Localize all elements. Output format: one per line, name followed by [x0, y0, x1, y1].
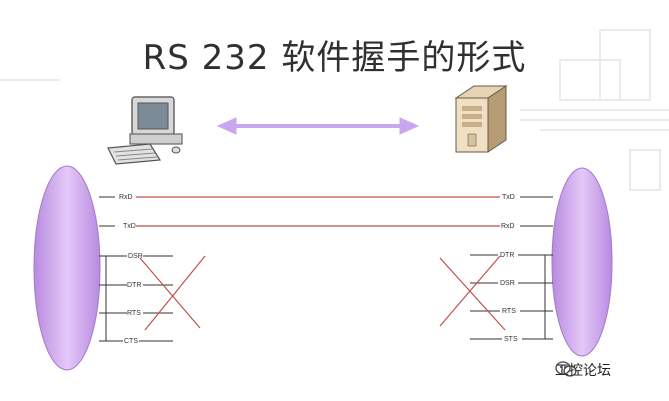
diagram-title: RS 232 软件握手的形式 [142, 38, 527, 78]
left-handshake-wiring [99, 255, 206, 342]
data-lines [99, 196, 553, 227]
left-pin-label: TxD [123, 223, 136, 230]
right-pin-labels: TxD RxD DTR DSR RTS STS [500, 194, 518, 343]
left-pin-labels: RxD TxD DSR DTR RTS CTS [119, 194, 143, 345]
left-pin-label: DTR [127, 282, 141, 289]
left-pin-label: DSR [128, 253, 143, 260]
right-handshake-wiring [439, 254, 553, 340]
left-connector-oval [33, 165, 101, 371]
left-pin-label: RTS [127, 310, 141, 317]
right-pin-label: TxD [502, 194, 515, 201]
watermark-brand: 工控论坛 [555, 360, 611, 380]
brand-name: 工控论坛 [555, 363, 611, 379]
chat-bubble-icon [555, 361, 577, 377]
server-tower-icon [454, 85, 508, 153]
double-arrow-icon [216, 117, 420, 135]
left-pin-label: CTS [124, 338, 138, 345]
left-pin-label: RxD [119, 194, 133, 201]
right-pin-label: DSR [500, 280, 515, 287]
right-pin-label: RxD [501, 223, 515, 230]
desktop-computer-icon [107, 96, 183, 165]
background-pattern [0, 29, 669, 191]
right-pin-label: DTR [500, 252, 514, 259]
right-connector-oval [551, 167, 613, 357]
right-pin-label: STS [504, 336, 518, 343]
right-pin-label: RTS [502, 308, 516, 315]
